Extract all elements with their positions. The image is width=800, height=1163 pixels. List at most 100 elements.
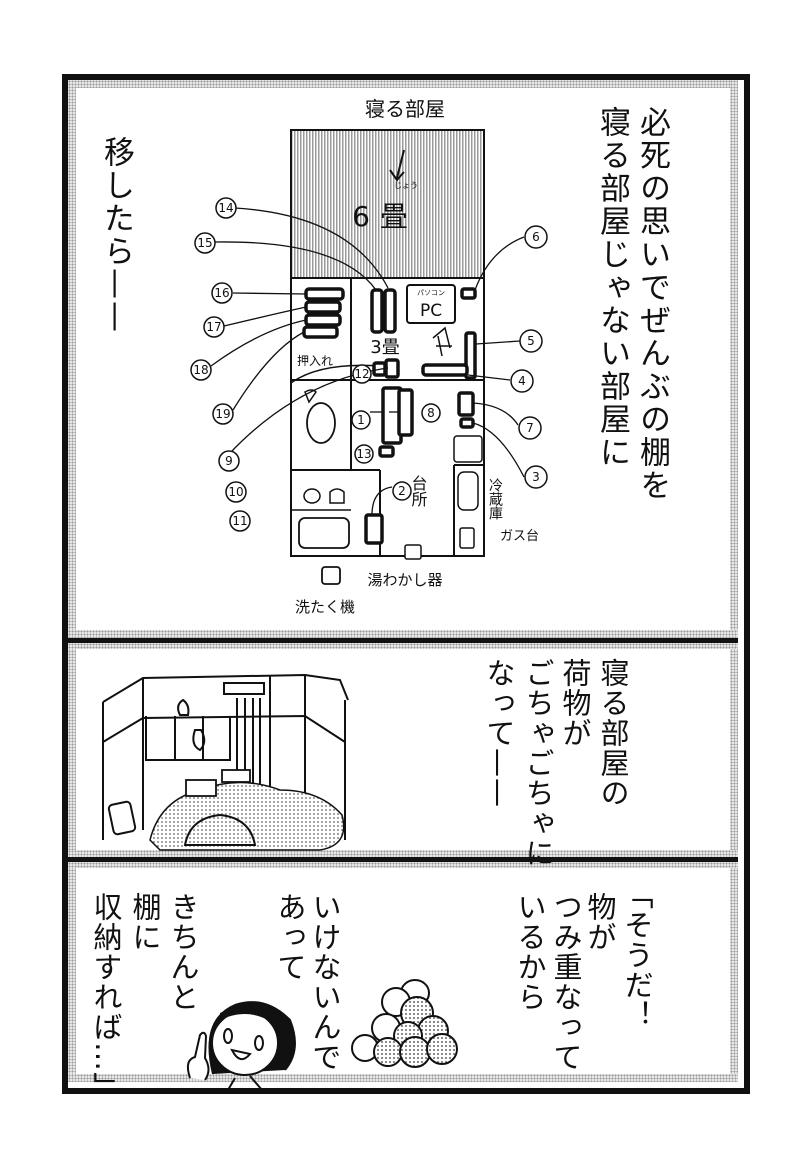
svg-text:8: 8 <box>427 406 435 420</box>
marker-4: 4 <box>510 369 534 393</box>
pc-desk <box>406 284 456 324</box>
narration-line-2: 寝る部屋じゃない部屋に <box>594 106 630 469</box>
toilet-icon <box>306 402 336 444</box>
pc-label: PC <box>420 301 442 321</box>
water-heater-icon <box>404 544 422 560</box>
marker-13: 13 <box>354 444 374 464</box>
marker-12: 12 <box>352 364 372 384</box>
pc-ruby: パソコン <box>417 289 445 297</box>
basin-icon-1 <box>303 488 321 504</box>
closet-label: 押入れ <box>297 354 333 368</box>
bathtub-icon <box>298 517 350 549</box>
narration-left: 移したら—— <box>98 136 134 334</box>
narration-line-1: 必死の思いでぜんぶの棚を <box>634 106 670 502</box>
tone-divider-1a <box>68 630 738 638</box>
tone-border-bottom <box>68 1074 738 1082</box>
narration-p2-line-2: 荷物が <box>558 658 592 748</box>
water-heater-label: 湯わかし器 <box>367 571 442 589</box>
svg-text:13: 13 <box>356 447 371 461</box>
svg-text:9: 9 <box>225 454 233 468</box>
svg-text:11: 11 <box>232 514 247 528</box>
speech-line-7: きちんと <box>166 892 200 1012</box>
shelf-14 <box>383 288 397 334</box>
shelf-2 <box>364 513 384 545</box>
room-small-size: 3畳 <box>370 337 399 358</box>
washer-label: 洗たく機 <box>295 598 355 616</box>
marker-8: 8 <box>421 403 441 423</box>
speech-line-8: 棚に <box>128 892 162 952</box>
narration-p2-line-3: ごちゃごちゃに <box>521 658 555 868</box>
shelf-17 <box>304 300 342 314</box>
marker-11: 11 <box>229 510 251 532</box>
svg-text:19: 19 <box>215 407 230 421</box>
bedroom-6-tatami <box>290 129 485 279</box>
tone-border-top <box>68 80 738 88</box>
marker-9: 9 <box>218 450 240 472</box>
speech-line-2: 物が <box>583 892 617 952</box>
stove-label: ガス台 <box>500 529 539 544</box>
svg-text:14: 14 <box>218 201 233 215</box>
marker-15: 15 <box>194 232 216 254</box>
fridge-label: 冷蔵庫 <box>487 478 503 520</box>
marker-group: 14 15 16 17 18 19 9 10 11 12 1 8 13 2 6 … <box>190 197 548 532</box>
tone-border-right <box>730 80 738 1082</box>
shelf-3 <box>459 417 475 429</box>
marker-5: 5 <box>519 329 543 353</box>
svg-text:16: 16 <box>214 286 229 300</box>
tone-border-left <box>68 80 76 1082</box>
speech-line-5: いけないんで <box>308 892 342 1072</box>
speech-line-1: 「そうだ！ <box>620 880 654 1030</box>
speech-line-4: いるから <box>513 892 547 1012</box>
shelf-13 <box>378 445 395 458</box>
marker-18: 18 <box>190 359 212 381</box>
bedroom-size: 6畳 <box>352 200 418 233</box>
marker-3: 3 <box>524 465 548 489</box>
marker-19: 19 <box>212 403 234 425</box>
floor-plan: 寝る部屋 じょう 6畳 3畳 パソコン PC 押入れ <box>190 97 548 616</box>
narration-p2-line-1: 寝る部屋の <box>596 658 630 808</box>
marker-14: 14 <box>215 197 237 219</box>
shelf-15 <box>370 288 384 334</box>
kitchen-label: 台所 <box>409 475 428 507</box>
shelf-4 <box>421 363 469 377</box>
marker-16: 16 <box>211 282 233 304</box>
svg-text:5: 5 <box>527 334 535 348</box>
marker-17: 17 <box>203 316 225 338</box>
tone-divider-2a <box>68 850 738 857</box>
speech-line-9: 収納すれば…」 <box>89 892 123 1102</box>
svg-text:17: 17 <box>206 320 221 334</box>
shelf-6 <box>460 287 477 300</box>
shelf-8 <box>397 388 414 437</box>
washer-icon <box>321 566 341 585</box>
chair-icon <box>432 326 452 357</box>
svg-text:18: 18 <box>193 363 208 377</box>
svg-text:6: 6 <box>532 230 540 244</box>
svg-text:10: 10 <box>228 485 243 499</box>
speech-line-3: つみ重なって <box>549 892 583 1072</box>
narration-p2-line-4: なって—— <box>482 658 516 808</box>
svg-text:3: 3 <box>532 470 540 484</box>
svg-text:4: 4 <box>518 374 526 388</box>
svg-text:12: 12 <box>354 367 369 381</box>
panel-divider-1 <box>68 638 738 643</box>
shelf-19 <box>302 325 339 339</box>
svg-text:15: 15 <box>197 236 212 250</box>
marker-10: 10 <box>225 481 247 503</box>
tone-divider-2b <box>68 862 738 868</box>
bedroom-ruby: じょう <box>394 181 418 190</box>
shelf-7 <box>457 391 475 417</box>
marker-1: 1 <box>351 410 371 430</box>
stove-icon <box>459 527 475 549</box>
kitchen-sink-icon <box>457 471 479 511</box>
panel-divider-2 <box>68 857 738 862</box>
marker-2: 2 <box>392 481 412 501</box>
svg-text:7: 7 <box>526 421 534 435</box>
fridge-icon <box>453 435 483 463</box>
svg-text:2: 2 <box>398 484 406 498</box>
svg-text:1: 1 <box>357 413 365 427</box>
marker-6: 6 <box>524 225 548 249</box>
tone-divider-1b <box>68 643 738 649</box>
basin-icon-2 <box>329 488 345 504</box>
shelf-16 <box>304 287 345 301</box>
speech-line-6: あって <box>273 892 307 982</box>
